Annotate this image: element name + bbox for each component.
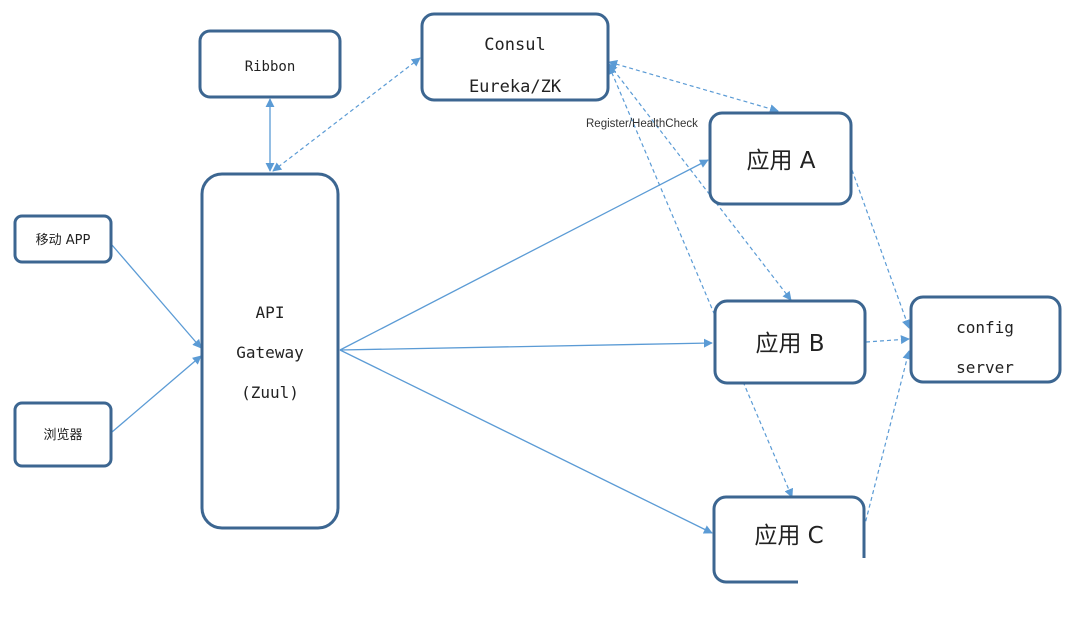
edges [111, 57, 912, 534]
registry-label-line2: Eureka/ZK [469, 77, 562, 97]
ribbon-node: Ribbon [198, 29, 342, 99]
registry-node: Consul Eureka/ZK [420, 12, 610, 102]
edge-registry-app-c [608, 65, 793, 498]
edge-gateway-to-app-a [339, 159, 709, 351]
gateway-node: API Gateway (Zuul) [200, 172, 340, 530]
app-a-node: 应用 A [708, 111, 853, 206]
edge-browser-to-gateway [111, 355, 202, 433]
config-server-label-line2: server [956, 358, 1014, 377]
mobile-app-label: 移动 APP [36, 233, 91, 248]
gateway-label-line2: Gateway [236, 343, 304, 362]
browser-node: 浏览器 [13, 401, 113, 468]
edge-registry-gateway [272, 57, 421, 172]
edge-label-register-healthcheck: Register/HealthCheck [586, 118, 698, 130]
gateway-label-line1: API [256, 303, 285, 322]
gateway-label-line3: (Zuul) [241, 383, 299, 402]
edge-registry-app-a [608, 59, 779, 114]
edge-gateway-to-app-b [339, 338, 713, 351]
app-c-label: 应用 C [754, 523, 823, 549]
app-b-label: 应用 B [755, 331, 824, 357]
edge-gateway-to-app-c [339, 349, 713, 534]
edge-app-b-to-config [865, 335, 910, 345]
app-b-node: 应用 B [713, 299, 867, 385]
ribbon-label: Ribbon [245, 59, 296, 75]
browser-label: 浏览器 [43, 427, 82, 443]
edge-mobile-app-to-gateway [111, 244, 202, 349]
config-server-label-line1: config [956, 318, 1014, 337]
mobile-app-node: 移动 APP [13, 214, 113, 264]
config-server-node: config server [909, 295, 1062, 384]
edge-app-c-to-config [863, 350, 912, 529]
registry-label-line1: Consul [484, 35, 545, 55]
app-a-label: 应用 A [746, 148, 815, 174]
bottom-mask [798, 558, 1065, 617]
